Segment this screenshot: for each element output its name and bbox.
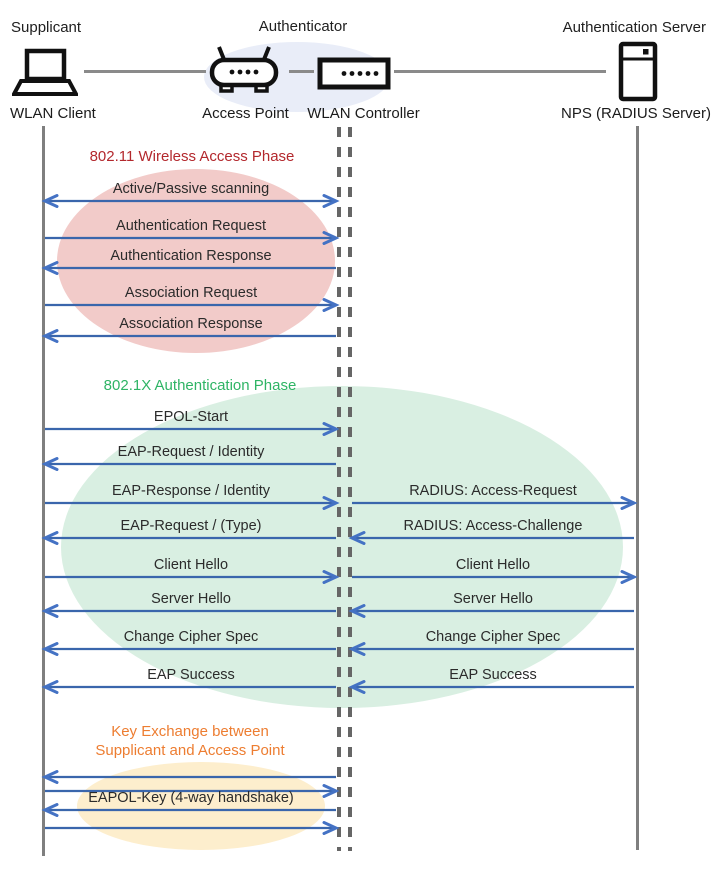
- role-label-authenticator: Authenticator: [258, 18, 348, 35]
- node-label-wlan-client: WLAN Client: [10, 105, 96, 122]
- message-arrow-head: [41, 770, 59, 784]
- message-label: EPOL-Start: [153, 409, 229, 425]
- message-label: Association Response: [119, 316, 263, 332]
- message-label: Client Hello: [153, 557, 229, 573]
- message-label: EAP Success: [449, 667, 537, 683]
- lifeline-tunnel-dash-right: [348, 127, 352, 851]
- message-arrow-head: [41, 680, 59, 694]
- lifeline-radius-server: [636, 126, 639, 850]
- phase-title-key-exchange: Key Exchange between Supplicant and Acce…: [95, 723, 285, 759]
- message-label: Server Hello: [453, 591, 533, 607]
- message-label: Change Cipher Spec: [425, 629, 561, 645]
- message-arrow-head: [41, 457, 59, 471]
- message-label: Association Request: [124, 285, 258, 301]
- message-arrow-head: [41, 194, 59, 208]
- connector-controller-server: [394, 70, 606, 73]
- lifeline-wlan-client: [42, 126, 45, 856]
- message-arrow-head: [41, 803, 59, 817]
- connector-client-ap: [84, 70, 206, 73]
- message-label: EAP-Request / Identity: [117, 444, 265, 460]
- message-label: Authentication Response: [110, 248, 272, 264]
- node-label-nps-radius-server: NPS (RADIUS Server): [560, 105, 712, 122]
- phase-ellipse-key-exchange: [77, 762, 325, 850]
- phase-ellipse-80211-wireless-access: [57, 169, 335, 353]
- message-label: Change Cipher Spec: [123, 629, 259, 645]
- role-label-authentication-server: Authentication Server: [562, 19, 706, 36]
- message-label: Client Hello: [455, 557, 531, 573]
- message-arrow-head: [620, 496, 638, 510]
- message-label: EAP Success: [147, 667, 235, 683]
- message-arrow-head: [322, 298, 340, 312]
- wlan-controller-icon: [317, 57, 391, 96]
- message-label: RADIUS: Access-Request: [409, 483, 577, 499]
- connector-ap-controller: [289, 70, 314, 73]
- message-arrow-head: [322, 821, 340, 835]
- message-arrow-head: [41, 642, 59, 656]
- node-label-access-point: Access Point: [202, 105, 289, 122]
- message-arrow-head: [620, 570, 638, 584]
- message-arrow-head: [41, 604, 59, 618]
- message-label: Authentication Request: [116, 218, 266, 234]
- server-icon: [618, 40, 658, 107]
- lifeline-tunnel-dash-left: [337, 127, 341, 851]
- node-label-wlan-controller: WLAN Controller: [307, 105, 420, 122]
- message-label: Active/Passive scanning: [112, 181, 270, 197]
- message-label: Server Hello: [151, 591, 231, 607]
- laptop-icon: [10, 48, 80, 103]
- message-label: EAP-Response / Identity: [112, 483, 270, 499]
- role-label-supplicant: Supplicant: [11, 19, 82, 36]
- message-label: EAPOL-Key (4-way handshake): [88, 790, 294, 806]
- message-arrow-head: [41, 329, 59, 343]
- message-arrow-head: [41, 531, 59, 545]
- phase-title-80211-wireless-access: 802.11 Wireless Access Phase: [89, 148, 295, 165]
- phase-ellipse-8021x-authentication: [61, 386, 623, 708]
- message-arrow-head: [41, 261, 59, 275]
- phase-title-8021x-authentication: 802.1X Authentication Phase: [103, 377, 297, 394]
- message-arrow-head: [322, 194, 340, 208]
- message-label: EAP-Request / (Type): [120, 518, 262, 534]
- message-label: RADIUS: Access-Challenge: [403, 518, 583, 534]
- access-point-icon: [209, 45, 279, 100]
